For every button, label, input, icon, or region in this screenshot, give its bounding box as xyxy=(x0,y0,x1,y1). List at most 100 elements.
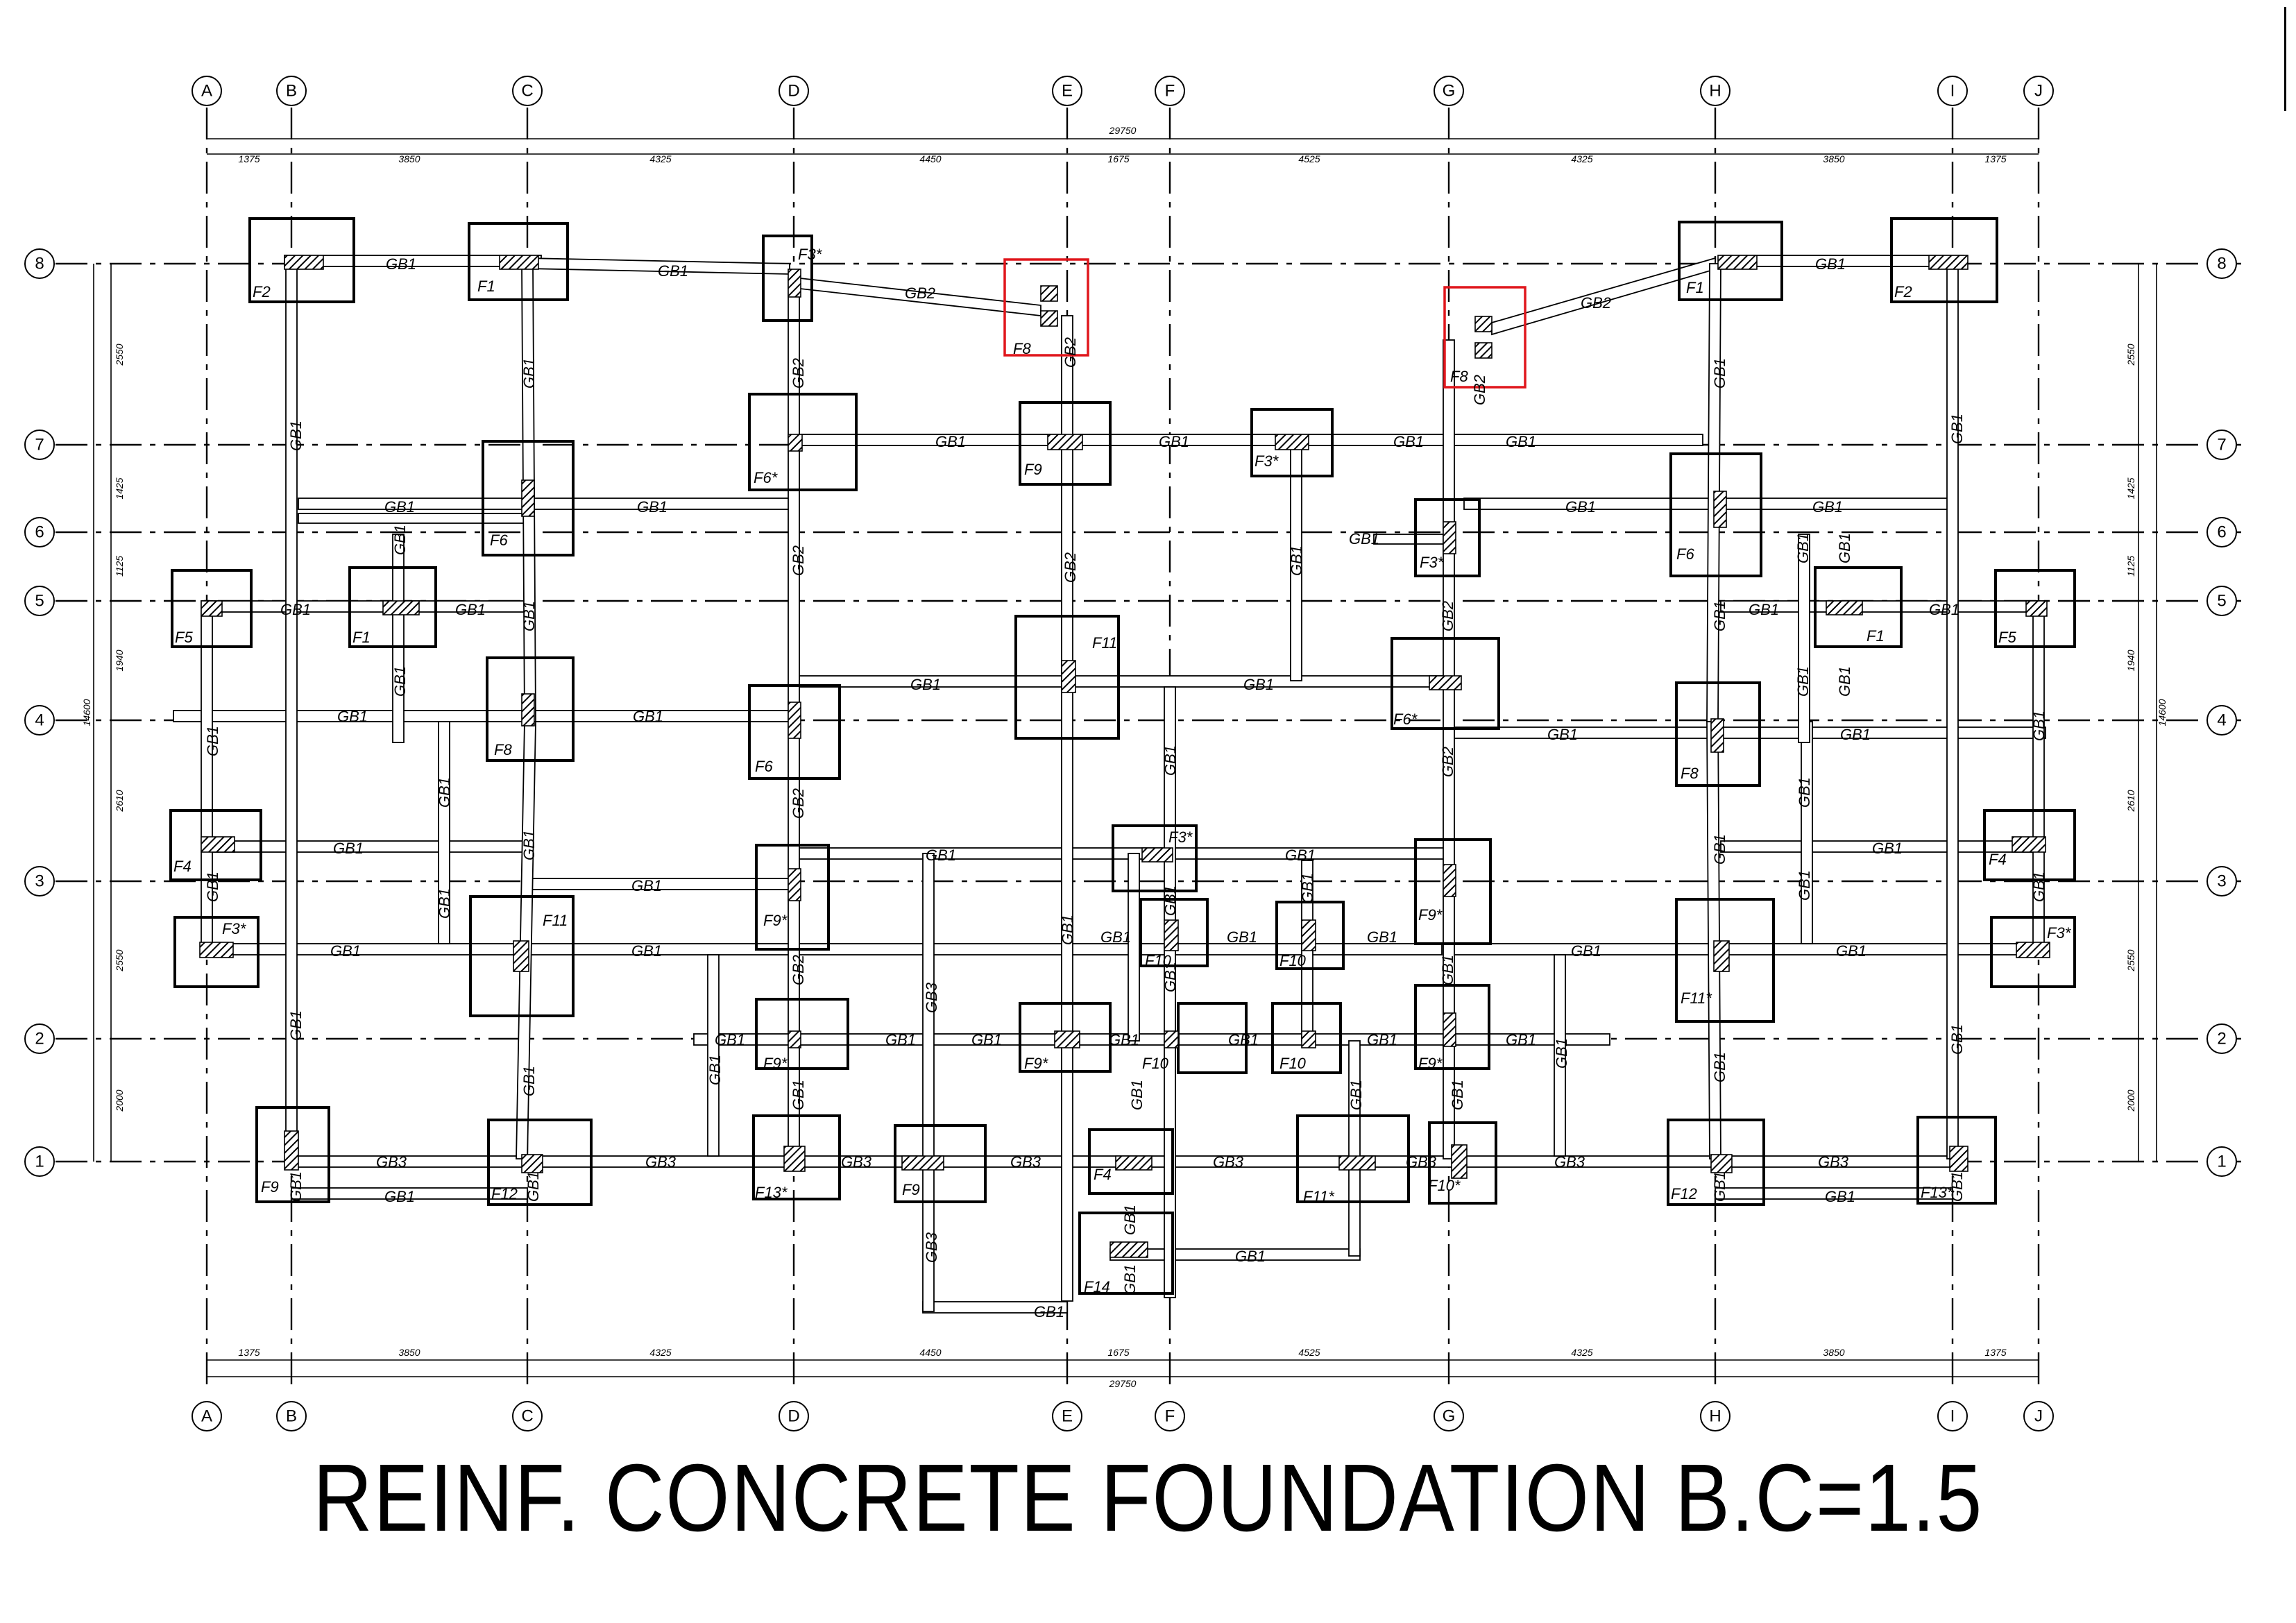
bubble-1-right xyxy=(2206,1146,2237,1177)
beam-label-gb1: GB1 xyxy=(1948,1024,1966,1055)
footing-f9-star-e2 xyxy=(1019,1002,1112,1073)
dim-bottom-4: 4450 xyxy=(919,1347,941,1358)
footing-label-f6: F6 xyxy=(1676,545,1694,563)
column-bubbles-bottom: A B C D E F G H I J xyxy=(192,1401,2054,1431)
left-dimensions: 2550 1425 1125 1940 2610 2550 2000 14600 xyxy=(81,264,125,1162)
footing-f6-star xyxy=(748,393,858,491)
bubble-6-right xyxy=(2206,517,2237,547)
footing-label-f6-star: F6* xyxy=(754,469,779,486)
bubble-label-3-right: 3 xyxy=(2217,872,2226,891)
grade-beam xyxy=(1554,954,1566,1157)
beam-label-gb3: GB3 xyxy=(1818,1153,1849,1171)
beam-label-gb1: GB1 xyxy=(935,433,966,450)
dim-right-7: 2000 xyxy=(2125,1089,2136,1112)
bubble-label-j-bottom: J xyxy=(2034,1407,2043,1426)
footing-f9-left xyxy=(255,1106,330,1203)
column-pad xyxy=(1301,919,1316,951)
footing-label-f13-star: F13* xyxy=(755,1184,788,1201)
beam-label-gb1: GB1 xyxy=(1034,1303,1064,1320)
footing-label-f8: F8 xyxy=(1681,765,1699,782)
footing-label-f6: F6 xyxy=(755,758,773,775)
footing-label-f3-star: F3* xyxy=(798,246,823,263)
bubble-label-5-right: 5 xyxy=(2217,592,2226,611)
edge-marker xyxy=(2284,7,2286,111)
right-dimensions: 2550 1425 1125 1940 2610 2550 2000 14600 xyxy=(2125,264,2168,1162)
bubble-label-g-bottom: G xyxy=(1443,1407,1456,1426)
column-pad xyxy=(382,600,420,615)
grade-beam xyxy=(206,840,530,853)
beam-label-gb1: GB1 xyxy=(1128,1080,1146,1110)
footing-label-f11: F11 xyxy=(543,912,568,929)
beam-label-gb1: GB1 xyxy=(1449,1080,1466,1110)
grade-beam xyxy=(438,721,450,944)
footing-f12-right xyxy=(1667,1119,1765,1206)
beam-label-gb1: GB1 xyxy=(1948,414,1966,444)
bubble-label-d-top: D xyxy=(788,82,799,101)
bubble-7-left xyxy=(24,430,55,460)
bubble-b-bottom xyxy=(276,1401,307,1431)
beam-label-gb1: GB1 xyxy=(287,1010,305,1041)
highlight-box-f8-right xyxy=(1443,286,1527,389)
footing-label-f5: F5 xyxy=(175,629,193,646)
column-pad xyxy=(1717,255,1758,270)
footing-f4-e1 xyxy=(1088,1128,1174,1195)
footing-label-f6: F6 xyxy=(490,532,508,549)
grade-beam xyxy=(1463,498,1950,510)
bubble-label-a-top: A xyxy=(201,82,212,101)
dim-top-5: 1675 xyxy=(1107,153,1129,164)
bubble-e-bottom xyxy=(1052,1401,1082,1431)
beam-label-gb2: GB2 xyxy=(790,955,807,985)
bubble-d-bottom xyxy=(779,1401,809,1431)
footing-label-f4: F4 xyxy=(173,858,192,875)
footing-f11-star-right xyxy=(1675,898,1775,1023)
beam-label-gb3: GB3 xyxy=(1554,1153,1585,1171)
beam-label-gb1: GB1 xyxy=(1439,955,1456,985)
footings xyxy=(169,217,2076,1295)
beam-label-gb1: GB1 xyxy=(1547,726,1578,743)
column-pad xyxy=(1115,1155,1153,1171)
dim-bottom-6: 4525 xyxy=(1298,1347,1320,1358)
beam-label-gb2: GB2 xyxy=(1471,375,1488,405)
column-pad xyxy=(1710,1154,1733,1173)
footing-f10-b xyxy=(1275,901,1345,970)
beam-label-gb1: GB1 xyxy=(1794,533,1812,563)
column-pad xyxy=(1054,1030,1080,1048)
footing-f6-right xyxy=(1669,452,1762,577)
beam-label-gb1: GB1 xyxy=(333,840,364,857)
bubble-label-j-top: J xyxy=(2034,82,2043,101)
beam-label-gb2: GB2 xyxy=(1062,552,1079,583)
dim-right-2: 1425 xyxy=(2125,477,2136,499)
beam-label-gb1: GB1 xyxy=(1796,777,1813,808)
top-dimensions: 29750 1375 3850 4325 4450 1675 4525 4325… xyxy=(207,125,2039,164)
beam-label-gb2: GB2 xyxy=(1439,747,1456,777)
bubble-a-bottom xyxy=(192,1401,222,1431)
bubble-i-bottom xyxy=(1937,1401,1968,1431)
beam-label-gb1: GB1 xyxy=(1243,676,1274,693)
beam-label-gb1: GB1 xyxy=(1299,873,1316,903)
bubble-label-c-bottom: C xyxy=(521,1407,533,1426)
bubble-e-top xyxy=(1052,76,1082,106)
column-pad xyxy=(788,702,801,739)
grade-beam xyxy=(922,853,935,1312)
grade-beam xyxy=(1061,315,1073,1302)
footing-f2-right xyxy=(1890,217,1998,303)
bubble-8-right xyxy=(2206,248,2237,279)
footing-f11-star-bottom xyxy=(1296,1114,1410,1203)
beam-label-gb1: GB1 xyxy=(1347,1080,1365,1110)
beam-label-gb3: GB3 xyxy=(376,1153,407,1171)
beam-label-gb3: GB3 xyxy=(923,982,940,1013)
footing-f9-star-d3 xyxy=(755,844,830,951)
beam-label-gb1: GB1 xyxy=(715,1031,745,1048)
beam-label-gb1: GB1 xyxy=(631,942,662,960)
bubble-label-e-top: E xyxy=(1062,82,1073,101)
dim-bottom-8: 3850 xyxy=(1823,1347,1844,1358)
beam-label-gb1: GB1 xyxy=(287,1171,305,1202)
beam-label-gb1: GB1 xyxy=(1711,358,1728,389)
bubble-label-i-bottom: I xyxy=(1950,1407,1955,1426)
footing-f3-star-left xyxy=(173,916,260,988)
bubble-label-c-top: C xyxy=(521,82,533,101)
beam-label-gb1: GB1 xyxy=(337,708,368,725)
bubble-label-7-left: 7 xyxy=(35,436,44,454)
column-pad xyxy=(1109,1241,1148,1258)
column-pad xyxy=(901,1155,944,1171)
